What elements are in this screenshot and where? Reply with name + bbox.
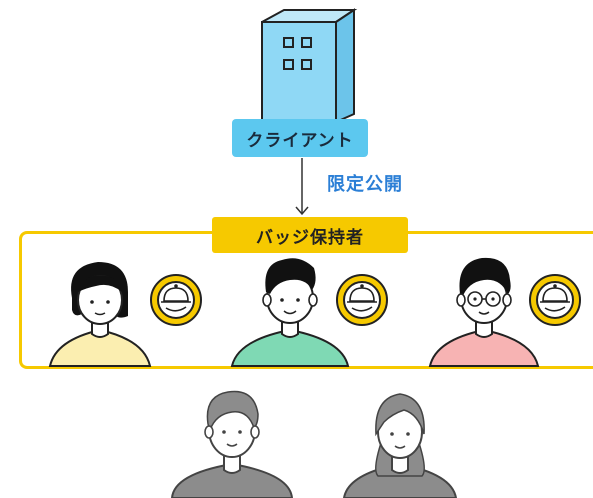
- badge-holders-label: バッジ保持者: [212, 217, 408, 253]
- client-label: クライアント: [232, 119, 368, 157]
- limited-release-label: 限定公開: [327, 174, 403, 195]
